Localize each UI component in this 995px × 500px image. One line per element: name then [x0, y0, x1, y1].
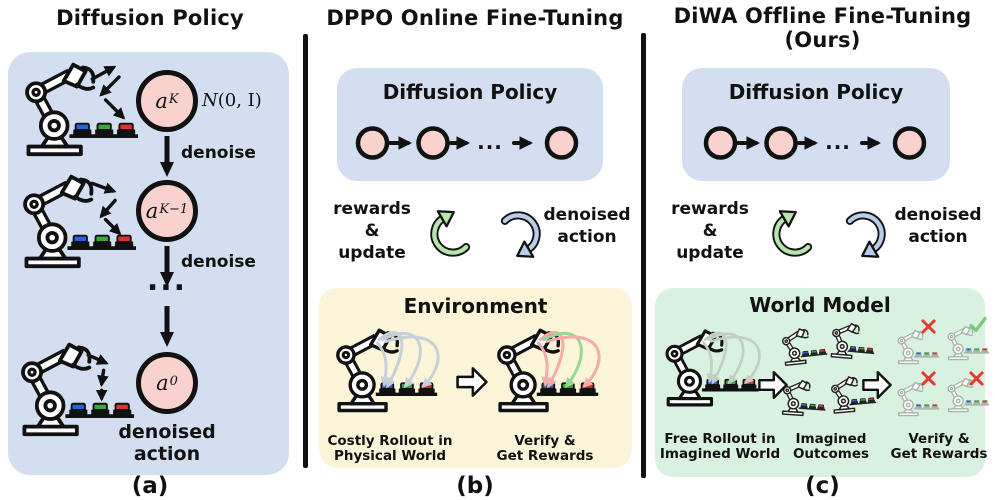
node-base: a: [156, 371, 169, 395]
denoised-action-label-b: denoised action: [543, 205, 631, 247]
panel-c-caption: (c): [805, 473, 840, 499]
imagined-robot-icon: [778, 376, 829, 418]
gaussian-args: (0, I): [217, 90, 262, 111]
rewards-update-label-c: rewards & update: [671, 199, 749, 263]
node-base: a: [145, 199, 159, 223]
node-sup: K: [168, 91, 179, 107]
policy-box-b: [337, 68, 603, 181]
rewards-update-label-b: rewards & update: [333, 199, 411, 263]
panel-a-title: Diffusion Policy: [56, 6, 244, 30]
verify-rewards-label-c: Verify & Get Rewards: [890, 431, 988, 462]
policy-box-c: [682, 68, 950, 181]
right-block-arrow-icon: [861, 367, 893, 403]
panel-b-caption: (b): [456, 473, 494, 499]
free-rollout-label: Free Rollout in Imagined World: [659, 431, 781, 462]
ellipsis: ...: [146, 263, 188, 298]
gaussian-n: N: [202, 90, 218, 111]
node-base: a: [155, 89, 168, 113]
imagined-robot-icon: [777, 324, 829, 368]
policy-box-b-title: Diffusion Policy: [382, 80, 558, 104]
robot-arm-noisy-icon: [16, 58, 140, 158]
imagined-robot-icon: [826, 319, 877, 362]
panel-c-title-line2: (Ours): [784, 28, 861, 52]
separator-ab: [303, 34, 308, 468]
down-arrow-icon: [159, 136, 175, 178]
policy-box-c-title: Diffusion Policy: [728, 80, 904, 104]
denoising-chain-icon: [355, 126, 579, 160]
denoised-action-label-c: denoised action: [894, 205, 982, 247]
robot-rollout-imagined-icon: [658, 314, 761, 410]
robot-arm-denoised-icon: [12, 336, 136, 440]
node-sup: 0: [169, 373, 178, 389]
cross-icon: [921, 371, 936, 386]
cross-icon: [921, 319, 936, 334]
panel-c-title-line1: DiWA Offline Fine-Tuning: [673, 4, 972, 28]
verify-rewards-label-b: Verify & Get Rewards: [496, 433, 594, 464]
down-arrow-icon: [159, 306, 175, 348]
green-loop-arrow-icon: [766, 197, 824, 271]
robot-rollout-gray-icon: [328, 314, 440, 414]
separator-bc: [641, 33, 646, 478]
denoise-label: denoise: [181, 143, 256, 163]
node-sup: K−1: [159, 201, 189, 217]
denoise-label: denoise: [181, 252, 256, 272]
right-block-arrow-icon: [455, 363, 489, 401]
panel-b-title: DPPO Online Fine-Tuning: [326, 6, 624, 30]
gaussian-label: N(0, I): [202, 90, 262, 111]
check-icon: [969, 316, 987, 333]
world-model-title: World Model: [749, 293, 891, 317]
cross-icon: [969, 371, 984, 386]
environment-title: Environment: [403, 294, 548, 318]
costly-rollout-label: Costly Rollout in Physical World: [327, 433, 453, 464]
denoised-action-label: denoised action: [118, 421, 216, 465]
denoising-chain-icon: [703, 126, 927, 160]
robot-arm-noisy-icon: [14, 170, 138, 270]
imagined-outcomes-label: Imagined Outcomes: [792, 431, 870, 462]
green-loop-arrow-icon: [424, 197, 482, 271]
chain-ellipsis: ...: [825, 130, 851, 154]
chain-ellipsis: ...: [477, 130, 503, 154]
robot-rollout-rewards-icon: [489, 314, 601, 414]
panel-a-caption: (a): [131, 473, 169, 499]
